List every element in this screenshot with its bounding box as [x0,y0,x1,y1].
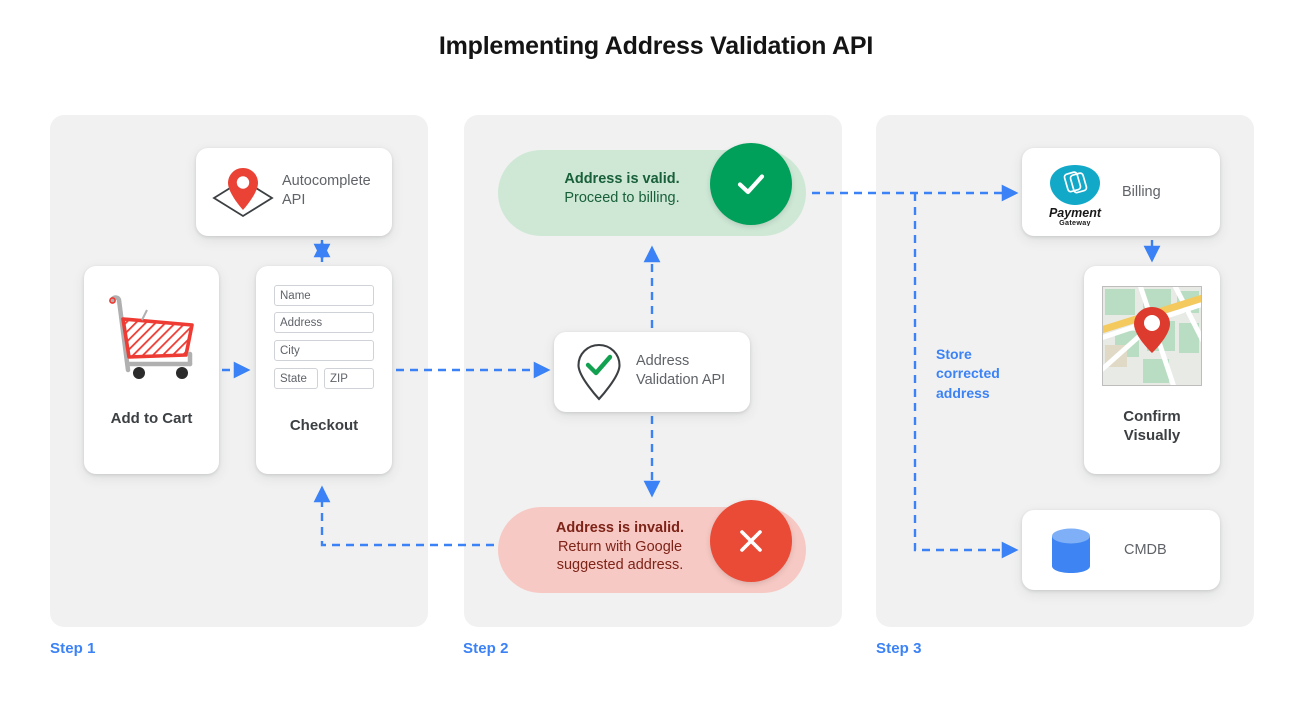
payment-logo-name: Payment [1049,206,1102,220]
cmdb-card[interactable]: CMDB [1022,510,1220,590]
close-x-icon [710,500,792,582]
address-invalid-pill[interactable]: Address is invalid. Return with Google s… [498,500,806,593]
address-valid-pill[interactable]: Address is valid. Proceed to billing. [498,143,806,236]
add-to-cart-card[interactable]: Add to Cart [84,266,219,474]
page-title: Implementing Address Validation API [438,32,874,60]
payment-logo-sub: Gateway [1059,218,1091,226]
confirm-visually-card[interactable]: Confirm Visually [1084,266,1220,474]
cmdb-label: CMDB [1124,542,1167,558]
address-validation-api-label: Address Validation API [636,353,726,388]
autocomplete-api-label: Autocomplete API [282,173,371,208]
payment-gateway-icon: Payment Gateway [1040,160,1110,227]
billing-card[interactable]: Payment Gateway Billing [1022,148,1220,236]
address-validation-api-card[interactable]: Address Validation API [554,332,750,412]
confirm-visually-title: Confirm Visually [1123,408,1181,444]
address-valid-text: Address is valid. Proceed to billing. [564,171,680,206]
database-cylinder-icon [1044,524,1098,578]
map-pin-envelope-icon [210,166,276,218]
state-field[interactable]: State [274,368,318,389]
pin-check-icon [570,342,628,402]
step-2-label: Step 2 [463,640,509,657]
address-field[interactable]: Address [274,312,374,333]
billing-label: Billing [1122,184,1161,200]
city-field[interactable]: City [274,340,374,361]
address-invalid-text: Address is invalid. Return with Google s… [555,520,685,574]
check-icon [710,143,792,225]
checkout-title: Checkout [289,417,359,434]
add-to-cart-title: Add to Cart [110,410,193,427]
step-3-label: Step 3 [876,640,922,657]
store-corrected-address-note: Store corrected address [936,346,1000,401]
autocomplete-api-card[interactable]: Autocomplete API [196,148,392,236]
step-1-label: Step 1 [50,640,96,657]
shopping-cart-icon [106,292,201,382]
name-field[interactable]: Name [274,285,374,306]
checkout-card[interactable]: Name Address City State ZIP Checkout [256,266,392,474]
zip-field[interactable]: ZIP [324,368,374,389]
map-thumbnail-icon [1102,286,1202,386]
